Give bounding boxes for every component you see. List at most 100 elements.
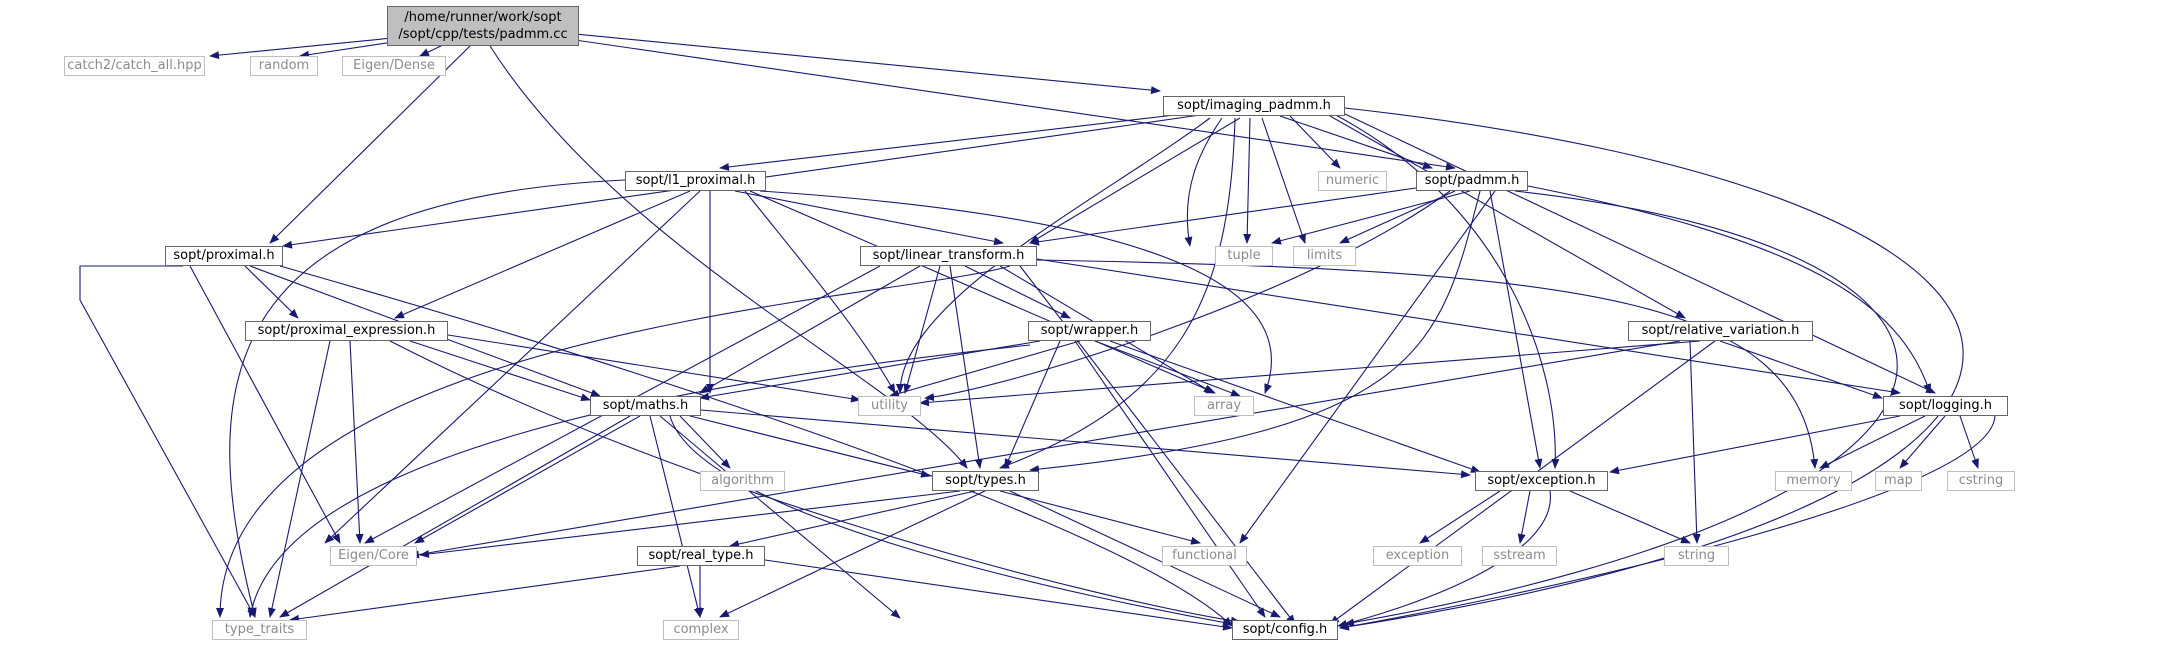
dependency-edge: [1243, 117, 1252, 244]
node-map: map: [1875, 471, 1922, 491]
dependency-edge: [279, 415, 631, 618]
dependency-edge: [919, 340, 1701, 407]
dependency-edge: [1029, 117, 1241, 244]
node-catch2-catch-all: catch2/catch_all.hpp: [64, 56, 205, 76]
dependency-edge: [1689, 340, 1701, 544]
dependency-edge: [1036, 259, 1819, 469]
dependency-edge: [669, 415, 1233, 627]
node-config[interactable]: sopt/config.h: [1232, 620, 1338, 640]
dependency-edge: [999, 490, 1201, 545]
dependency-edge: [1517, 490, 1531, 544]
node-memory: memory: [1775, 471, 1852, 491]
dependency-edge: [1819, 415, 1926, 469]
node-real-type[interactable]: sopt/real_type.h: [637, 546, 765, 566]
dependency-edge: [1337, 490, 1551, 628]
node-types[interactable]: sopt/types.h: [932, 471, 1039, 491]
dependency-edge: [389, 340, 1241, 625]
dependency-edge: [414, 415, 641, 544]
node-exception-h[interactable]: sopt/exception.h: [1475, 471, 1608, 491]
dependency-edge: [1419, 490, 1501, 544]
dependency-edge: [1289, 115, 1341, 169]
dependency-edge: [79, 265, 256, 618]
dependency-edge: [1339, 190, 1456, 244]
dependency-edge: [1344, 190, 1898, 627]
dependency-edge: [519, 31, 1456, 171]
node-limits: limits: [1293, 246, 1356, 266]
dependency-edge: [482, 24, 1161, 95]
dependency-edge: [759, 190, 1272, 394]
dependency-edge: [1527, 185, 1932, 394]
dependency-edge: [324, 190, 701, 544]
dependency-edge: [903, 265, 941, 394]
dependency-edge: [1899, 415, 1946, 469]
node-logging[interactable]: sopt/logging.h: [1883, 396, 2008, 416]
dependency-edge: [1019, 265, 1296, 625]
dependency-edge: [289, 565, 681, 623]
node-type-traits: type_traits: [212, 620, 307, 640]
dependency-edge: [999, 117, 1236, 469]
node-root-padmm-cc[interactable]: /home/runner/work/sopt /sopt/cpp/tests/p…: [387, 6, 579, 46]
dependency-edge: [1271, 190, 1471, 245]
dependency-edge: [1009, 490, 1281, 618]
node-wrapper[interactable]: sopt/wrapper.h: [1028, 321, 1151, 341]
node-proximal-expression[interactable]: sopt/proximal_expression.h: [245, 321, 448, 341]
dependency-edge: [1184, 117, 1223, 247]
node-utility: utility: [858, 396, 921, 416]
node-linear-transform[interactable]: sopt/linear_transform.h: [860, 246, 1037, 266]
node-random: random: [250, 56, 318, 76]
dependency-edge: [489, 45, 968, 469]
dependency-edge: [689, 415, 931, 478]
node-string: string: [1664, 546, 1729, 566]
dependency-edge: [889, 340, 1081, 398]
dependency-edge: [659, 415, 901, 619]
dependency-edge: [409, 340, 1681, 559]
dependency-edge: [1036, 258, 1901, 396]
dependency-edge: [409, 340, 591, 401]
dependency-edge: [964, 265, 1071, 319]
dependency-edge: [1329, 115, 1686, 319]
dependency-edge: [1329, 111, 1560, 469]
dependency-edge: [216, 265, 1011, 618]
dependency-edge: [1489, 190, 1543, 469]
node-array: array: [1194, 396, 1254, 416]
dependency-edge: [247, 344, 1031, 618]
dependency-edge: [719, 490, 986, 618]
node-maths[interactable]: sopt/maths.h: [590, 396, 701, 416]
node-eigen-core: Eigen/Core: [330, 546, 417, 566]
dependency-edge: [1719, 340, 1883, 399]
dependency-edge: [949, 265, 983, 469]
node-exception: exception: [1373, 546, 1462, 566]
node-proximal[interactable]: sopt/proximal.h: [165, 246, 283, 266]
dependency-edge: [1074, 340, 1266, 618]
root-line-1: /home/runner/work/sopt: [404, 10, 562, 25]
dependency-edge: [1959, 415, 1979, 469]
dependency-edge: [244, 265, 299, 319]
dependency-edge: [447, 334, 861, 403]
node-tuple: tuple: [1215, 246, 1273, 266]
dependency-edge: [699, 265, 921, 394]
node-sstream: sstream: [1482, 546, 1557, 566]
dependency-edge: [189, 265, 341, 544]
node-eigen-dense: Eigen/Dense: [342, 56, 446, 76]
dependency-edge: [268, 340, 331, 618]
node-functional: functional: [1162, 546, 1247, 566]
dependency-edge: [749, 190, 1216, 394]
dependency-edge: [1004, 340, 1061, 469]
dependency-edge: [1029, 190, 1481, 474]
node-relative-variation[interactable]: sopt/relative_variation.h: [1628, 321, 1813, 341]
dependency-edge: [1339, 415, 1996, 631]
dependency-edge: [1261, 117, 1306, 244]
dependency-edge: [1569, 490, 1691, 544]
dependency-edge: [649, 415, 702, 618]
dependency-edge: [729, 490, 976, 548]
dependency-edge: [394, 190, 691, 319]
node-cstring: cstring: [1947, 471, 2015, 491]
node-l1-proximal[interactable]: sopt/l1_proximal.h: [625, 171, 766, 191]
node-imaging-padmm[interactable]: sopt/imaging_padmm.h: [1163, 96, 1345, 116]
dependency-edge: [1279, 115, 1433, 169]
dependency-edge: [419, 490, 961, 558]
node-padmm[interactable]: sopt/padmm.h: [1416, 171, 1528, 191]
dependency-edge: [279, 265, 1233, 627]
